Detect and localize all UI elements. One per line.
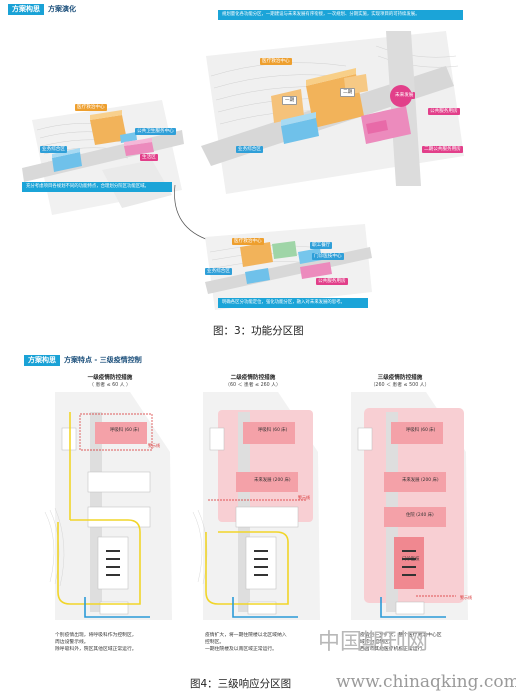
label-public-health: 公共卫生服务中心 — [135, 128, 176, 135]
stage2-plan — [192, 392, 320, 620]
stage1-warning: 警示线 — [148, 443, 160, 448]
stage2-note-line2: 控制区。 — [205, 640, 225, 645]
stage3-plan — [351, 392, 468, 620]
stage2-warning: 警示线 — [298, 495, 310, 500]
stage1-note-line4: 除呼吸科外，院区其他区域正常运行。 — [55, 647, 137, 652]
label-zone2: 二期 — [340, 88, 356, 97]
label-med-center: 医疗救治中心 — [75, 104, 107, 111]
stage2-note: 疫情扩大，将一期住院楼以北区域纳入 控制区。 一期住院楼及以南区域正常运行。 — [205, 632, 345, 653]
callout-bottom: 明确各区分功能定位，强化功能分区，融入对未来发展的思考。 — [218, 298, 368, 308]
label-public2: 二期公共服务用房 — [422, 146, 463, 153]
label-comprehensive-small: 业务综合区 — [205, 268, 232, 275]
stage1-note-line1: 个别疫情出现，将呼吸科作为控制区， — [55, 633, 137, 638]
stage2-block-future: 未来发展 (200 床) — [254, 478, 291, 483]
stage3-title: 三级疫情防控措施 — [377, 375, 423, 381]
label-public: 公共服务用房 — [428, 108, 460, 115]
callout-top: 规划量化各功能分区，一期建设与未来发展有序衔接，一次规划、分期实施，实现项目的可… — [218, 10, 463, 20]
label-future: 未来发展 — [393, 92, 416, 99]
stage1-plan — [44, 392, 172, 620]
figure3-caption: 图：3：功能分区图 — [213, 325, 304, 337]
massing-model-main — [201, 31, 464, 194]
label-clinic: 门诊医技中心 — [312, 253, 344, 260]
label-staff: 职工餐厅 — [310, 242, 333, 249]
watermark-cn: 中国期刊网 — [318, 630, 429, 655]
stage3-block-clinic: 门诊医技 — [402, 557, 420, 562]
section-subtitle-2: 方案特点 - 三级疫情控制 — [64, 356, 142, 364]
label-comprehensive-left: 业务综合区 — [40, 146, 67, 153]
section-tag: 方案构思 — [8, 4, 44, 15]
stage3-block-future: 未来发展 (200 床) — [402, 478, 439, 483]
stage1-note-line2: 周边设警示线。 — [55, 640, 89, 645]
section-tag-2: 方案构思 — [24, 355, 60, 366]
stage1-note: 个别疫情出现，将呼吸科作为控制区， 周边设警示线。 除呼吸科外，院区其他区域正常… — [55, 632, 195, 653]
stage2-note-line4: 一期住院楼及以南区域正常运行。 — [205, 647, 277, 652]
stage2-title: 二级疫情防控措施 — [230, 375, 276, 381]
stage3-note-line4: 西昌市其他医疗机构正常运行。 — [360, 647, 428, 652]
stage1-block-resp: 呼吸科 (60 床) — [110, 428, 140, 433]
stage2-block-resp: 呼吸科 (60 床) — [258, 428, 288, 433]
label-comprehensive-main: 业务综合区 — [236, 146, 263, 153]
stage1-sub: （ 患者 ≤ 60 人 ） — [89, 383, 131, 388]
watermark-url: www.chinaqking.com — [336, 672, 516, 692]
stage1-title: 一级疫情防控措施 — [87, 375, 133, 381]
label-med-center-small: 医疗救治中心 — [232, 238, 264, 245]
stage2-note-line1: 疫情扩大，将一期住院楼以北区域纳入 — [205, 633, 287, 638]
stage3-note: 疫情进一步扩大，整个医疗救治中心区 域作为控制区。 西昌市其他医疗机构正常运行。 — [360, 632, 500, 653]
stage3-sub: （260 ＜ 患者 ≤ 500 人） — [370, 383, 430, 388]
label-public-small: 公共服务用房 — [316, 278, 348, 285]
stage3-block-inpatient: 住院 (240 床) — [406, 513, 434, 518]
label-living: 生活区 — [140, 154, 158, 161]
stage3-note-line2: 域作为控制区。 — [360, 640, 394, 645]
stage2-sub: （60 ＜ 患者 ≤ 260 人） — [225, 383, 281, 388]
callout-left: 充分考虑项目各规划不同的功能特点，合理划分院区功能区域。 — [22, 182, 172, 192]
label-zone1: 一期 — [282, 96, 298, 105]
figure4-caption: 图4：三级响应分区图 — [190, 678, 292, 690]
stage3-warning: 警示线 — [460, 595, 472, 600]
stage3-block-resp: 呼吸科 (60 床) — [406, 428, 436, 433]
stage3-note-line1: 疫情进一步扩大，整个医疗救治中心区 — [360, 633, 442, 638]
label-med-center-main: 医疗救治中心 — [260, 58, 292, 65]
section-subtitle: 方案演化 — [48, 5, 76, 13]
